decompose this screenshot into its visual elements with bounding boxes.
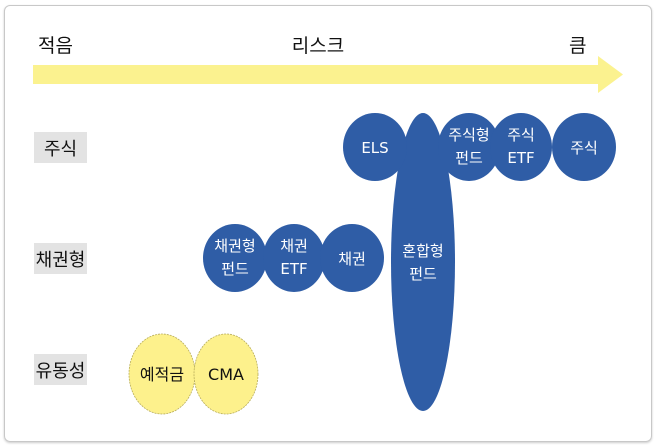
bond-etf-line2: ETF [280, 260, 307, 278]
stock-label: 주식 [570, 139, 598, 157]
bond-fund-line2: 펀드 [221, 260, 249, 278]
product-mixed-fund [391, 113, 455, 411]
mixed-fund-line2: 펀드 [409, 265, 437, 283]
product-cma [193, 333, 259, 415]
product-bond-fund [203, 224, 267, 292]
product-equity-etf [490, 113, 552, 181]
cma-label: CMA [208, 365, 244, 384]
equity-fund-line2: 펀드 [455, 149, 483, 167]
axis-low-label: 적음 [38, 35, 73, 57]
bond-etf-line1: 채권 [280, 237, 308, 255]
product-bond [320, 224, 384, 292]
product-bond-etf [263, 224, 325, 292]
bond-label: 채권 [338, 250, 366, 268]
equity-etf-line1: 주식 [507, 126, 535, 144]
arrow-head [598, 56, 623, 93]
risk-arrow [33, 56, 623, 93]
equity-fund-line1: 주식형 [448, 126, 489, 144]
equity-etf-line2: ETF [507, 149, 534, 167]
row-label-stock: 주식 [34, 132, 87, 163]
diagram-frame [4, 5, 652, 442]
axis-high-label: 큼 [569, 35, 586, 57]
axis-title: 리스크 [292, 35, 344, 57]
arrow-shaft [33, 65, 601, 84]
deposit-label: 예적금 [140, 365, 184, 384]
bond-fund-line1: 채권형 [214, 237, 255, 255]
product-els [343, 113, 407, 181]
row-label-liquidity: 유동성 [34, 354, 87, 385]
els-label: ELS [361, 139, 388, 157]
mixed-fund-line1: 혼합형 [402, 242, 443, 260]
product-stock [552, 113, 616, 181]
row-label-bond: 채권형 [34, 243, 87, 274]
product-equity-fund [438, 113, 500, 181]
